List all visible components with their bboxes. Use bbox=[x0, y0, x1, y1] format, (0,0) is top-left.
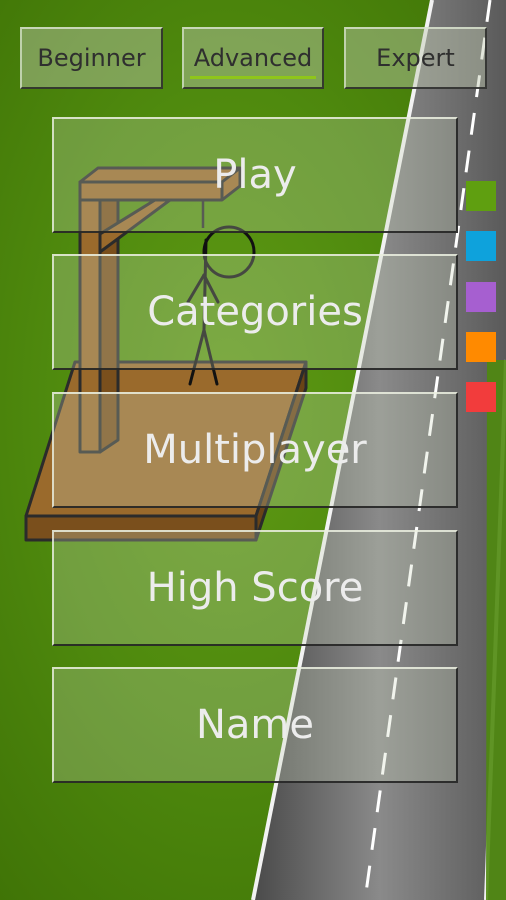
categories-button[interactable]: Categories bbox=[52, 254, 458, 370]
theme-swatch-blue[interactable] bbox=[466, 231, 496, 261]
tab-beginner[interactable]: Beginner bbox=[20, 27, 163, 89]
gallows-illustration bbox=[24, 166, 308, 542]
theme-swatch-orange[interactable] bbox=[466, 332, 496, 362]
multiplayer-button[interactable]: Multiplayer bbox=[52, 392, 458, 508]
tab-expert[interactable]: Expert bbox=[344, 27, 487, 89]
theme-swatch-green[interactable] bbox=[466, 181, 496, 211]
hangman-figure bbox=[186, 225, 256, 386]
multiplayer-button-label: Multiplayer bbox=[143, 427, 367, 473]
name-button[interactable]: Name bbox=[52, 667, 458, 783]
play-button[interactable]: Play bbox=[52, 117, 458, 233]
tab-advanced-label: Advanced bbox=[189, 44, 316, 79]
theme-swatch-purple[interactable] bbox=[466, 282, 496, 312]
tab-expert-label: Expert bbox=[376, 44, 455, 72]
high-score-button-label: High Score bbox=[146, 565, 364, 611]
name-button-label: Name bbox=[195, 702, 314, 748]
high-score-button[interactable]: High Score bbox=[52, 530, 458, 646]
theme-swatch-red[interactable] bbox=[466, 382, 496, 412]
play-button-label: Play bbox=[213, 152, 297, 198]
tab-advanced[interactable]: Advanced bbox=[182, 27, 324, 89]
tab-beginner-label: Beginner bbox=[37, 44, 146, 72]
road bbox=[251, 0, 506, 900]
categories-button-label: Categories bbox=[147, 289, 363, 335]
